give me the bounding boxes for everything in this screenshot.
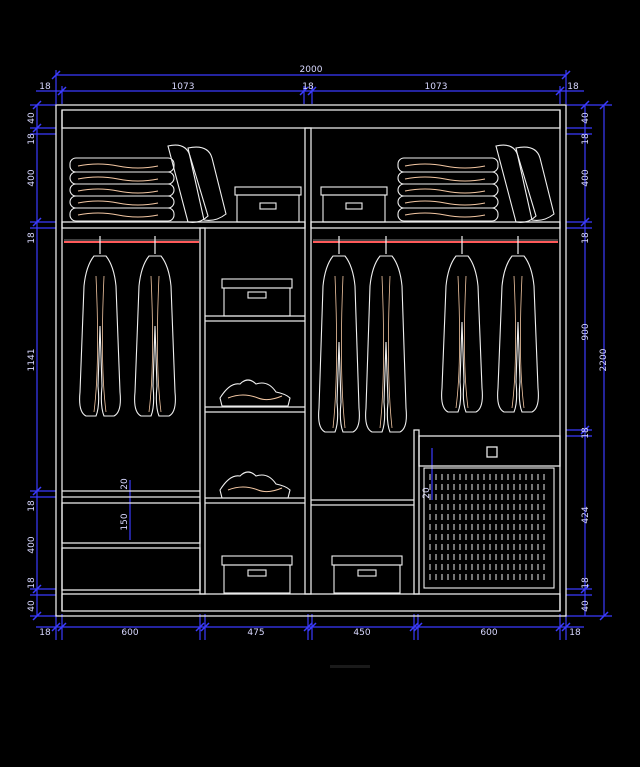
dim-right-top-panel: 18 (581, 133, 591, 145)
dim-right-top-cap: 40 (581, 112, 591, 124)
dim-top-right-panel: 18 (567, 82, 579, 92)
dim-left-drawer-panel: 18 (27, 500, 37, 512)
storage-box-icon (221, 186, 403, 594)
dim-top-total: 2000 (300, 65, 323, 75)
dim-left-shelf-height: 400 (27, 169, 37, 186)
dim-inner-drawer-b: 150 (120, 513, 130, 530)
dim-right-shelf-height: 400 (581, 169, 591, 186)
dim-top-center-panel: 18 (302, 82, 314, 92)
dim-right-basket-height: 424 (581, 506, 591, 523)
left-column-divider (199, 227, 206, 595)
dim-bottom-right-panel: 18 (569, 628, 581, 638)
folded-garment-icon (219, 379, 291, 499)
basket-top-rail (418, 435, 561, 467)
dim-top-left-bay: 1073 (172, 82, 195, 92)
dim-left-bottom-panel: 18 (27, 577, 37, 589)
dim-bottom-w3: 450 (353, 628, 370, 638)
wire-basket-icon (423, 467, 555, 589)
clothes-rod-icon (64, 239, 558, 243)
dim-bottom-w4: 600 (480, 628, 497, 638)
dimension-lines (30, 70, 612, 640)
dim-left-top-cap: 40 (27, 112, 37, 124)
dim-inner-drawer-a: 20 (120, 478, 130, 490)
dim-left-plinth: 40 (27, 600, 37, 612)
hanging-garment (318, 236, 360, 433)
dim-right-mid-panel: 18 (581, 232, 591, 244)
outer-carcass (55, 104, 567, 617)
dimension-labels: 2000 18 1073 18 1073 18 18 600 475 450 6… (27, 65, 609, 638)
upper-shelf-right (310, 221, 561, 229)
dim-left-mid-panel: 18 (27, 232, 37, 244)
dim-right-plinth: 40 (581, 600, 591, 612)
folded-clothes-icon (69, 157, 499, 222)
dim-bottom-w2: 475 (247, 628, 264, 638)
hanging-garment (441, 236, 483, 413)
hanging-garment (497, 236, 539, 413)
dim-top-right-bay: 1073 (425, 82, 448, 92)
upper-shelf-left (61, 221, 306, 229)
wardrobe-frame (55, 104, 567, 617)
caption-mark (330, 665, 370, 668)
hanging-garment (134, 236, 176, 417)
pillow-icon (167, 144, 555, 223)
basket-handle (486, 446, 498, 458)
dim-right-bottom-panel: 18 (581, 577, 591, 589)
basket-column-divider (413, 429, 420, 595)
dim-top-left-panel: 18 (39, 82, 51, 92)
hanging-garment-icon (79, 236, 539, 433)
center-divider (304, 127, 312, 595)
dim-left-drawer-height: 400 (27, 536, 37, 553)
dim-right-hanging: 900 (581, 323, 591, 340)
dim-bottom-w1: 600 (121, 628, 138, 638)
hanging-garment (365, 236, 407, 433)
drawer-upper (61, 502, 201, 544)
dim-inner-basket: 20 (422, 487, 432, 499)
dim-right-basket-panel: 18 (581, 427, 591, 439)
dim-left-top-panel: 18 (27, 133, 37, 145)
hanging-garment (79, 236, 121, 417)
dim-bottom-left-panel: 18 (39, 628, 51, 638)
drawer-lower (61, 547, 201, 591)
dim-left-hanging: 1141 (27, 349, 37, 372)
dim-right-total: 2200 (599, 348, 609, 371)
